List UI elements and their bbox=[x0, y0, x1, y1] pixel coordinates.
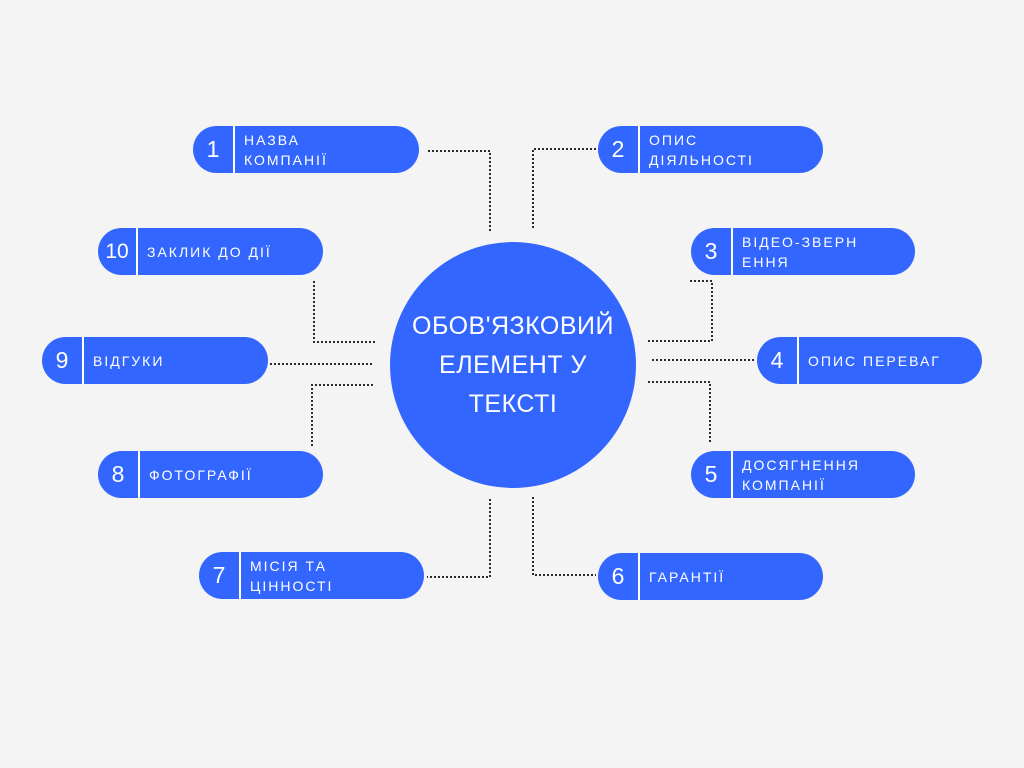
topic-item-7: 7 МІСІЯ ТА ЦІННОСТІ bbox=[199, 552, 424, 599]
topic-item-9: 9 ВІДГУКИ bbox=[42, 337, 268, 384]
topic-label-1: НАЗВА КОМПАНІЇ bbox=[244, 131, 328, 168]
topic-number-3: 3 bbox=[691, 228, 733, 275]
topic-label-3: ВІДЕО-ЗВЕРНЕННЯ bbox=[742, 233, 859, 270]
topic-number-7: 7 bbox=[199, 552, 241, 599]
topic-label-9: ВІДГУКИ bbox=[93, 352, 165, 369]
topic-number-9: 9 bbox=[42, 337, 84, 384]
connector-8 bbox=[311, 384, 375, 446]
connector-7 bbox=[427, 499, 491, 578]
topic-item-5: 5 ДОСЯГНЕННЯ КОМПАНІЇ bbox=[691, 451, 915, 498]
topic-item-4: 4 ОПИС ПЕРЕВАГ bbox=[757, 337, 982, 384]
connector-3 bbox=[648, 280, 713, 342]
topic-item-2: 2 ОПИС ДІЯЛЬНОСТІ bbox=[598, 126, 823, 173]
topic-label-8: ФОТОГРАФІЇ bbox=[149, 466, 253, 483]
topic-number-1: 1 bbox=[193, 126, 235, 173]
topic-label-4: ОПИС ПЕРЕВАГ bbox=[808, 352, 941, 369]
topic-number-2: 2 bbox=[598, 126, 640, 173]
topic-item-8: 8 ФОТОГРАФІЇ bbox=[98, 451, 323, 498]
connector-1 bbox=[428, 150, 491, 232]
topic-item-1: 1 НАЗВА КОМПАНІЇ bbox=[193, 126, 419, 173]
topic-number-10: 10 bbox=[98, 228, 138, 275]
connector-5 bbox=[648, 381, 711, 444]
topic-label-7: МІСІЯ ТА ЦІННОСТІ bbox=[250, 557, 334, 594]
topic-item-3: 3 ВІДЕО-ЗВЕРНЕННЯ bbox=[691, 228, 915, 275]
topic-item-6: 6 ГАРАНТІЇ bbox=[598, 553, 823, 600]
topic-number-5: 5 bbox=[691, 451, 733, 498]
topic-label-5: ДОСЯГНЕННЯ КОМПАНІЇ bbox=[742, 456, 860, 493]
connector-10 bbox=[313, 281, 377, 343]
connector-6 bbox=[532, 497, 596, 576]
connector-2 bbox=[532, 148, 596, 230]
central-topic-label: ОБОВ'ЯЗКОВИЙ ЕЛЕМЕНТ У ТЕКСТІ bbox=[412, 311, 614, 418]
topic-number-4: 4 bbox=[757, 337, 799, 384]
topic-label-2: ОПИС ДІЯЛЬНОСТІ bbox=[649, 131, 754, 168]
topic-item-10: 10 ЗАКЛИК ДО ДІЇ bbox=[98, 228, 323, 275]
topic-label-10: ЗАКЛИК ДО ДІЇ bbox=[147, 243, 272, 260]
topic-number-6: 6 bbox=[598, 553, 640, 600]
topic-label-6: ГАРАНТІЇ bbox=[649, 568, 726, 585]
central-topic: ОБОВ'ЯЗКОВИЙ ЕЛЕМЕНТ У ТЕКСТІ bbox=[390, 242, 636, 488]
topic-number-8: 8 bbox=[98, 451, 140, 498]
